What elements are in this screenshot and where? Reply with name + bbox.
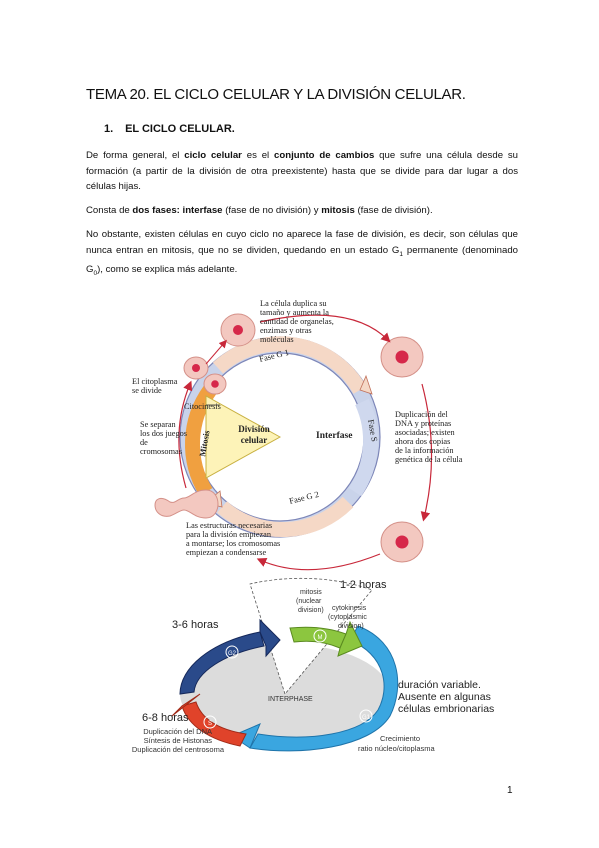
s-arc (348, 398, 379, 497)
duracion-line-3: células embrionarias (398, 703, 494, 715)
separan-line-4: cromosomas (140, 447, 182, 456)
crecimiento-line-1: Crecimiento (380, 734, 420, 743)
label-division-1: División (238, 424, 270, 434)
cytokinesis-label-3: division) (338, 623, 364, 630)
mitosis-arc (185, 385, 217, 496)
section-heading: 1. EL CICLO CELULAR. (104, 123, 235, 135)
g2-badge: G2 (225, 645, 239, 659)
interphase-label: INTERPHASE (268, 696, 313, 703)
cell-cycle-svg: Fase G 1 Fase S Fase G 2 Mitosis Divisió… (132, 299, 463, 571)
cell-right (380, 521, 424, 563)
section-number: 1. (104, 123, 114, 135)
dna-line-4: ahora dos copias (395, 437, 450, 446)
g1-badge: G1 (359, 709, 373, 723)
citoplasma-line-1: El citoplasma (132, 377, 178, 386)
label-6-8-horas: 6-8 horas (142, 712, 189, 724)
paragraph-definition: De forma general, el ciclo celular es el… (86, 150, 518, 192)
label-division-2: celular (241, 435, 268, 445)
g2-segment (179, 631, 265, 695)
cell-cycle-durations-diagram: G2 M S G1 1-2 horas mitosis (nuclear div… (100, 576, 520, 766)
top-label-line-2: tamaño y aumenta la (260, 308, 329, 317)
top-label-line-3: cantidad de organelas, (260, 317, 334, 326)
top-label-line-4: enzimas y otras (260, 326, 312, 335)
cell-division-wedge (205, 395, 282, 479)
dna-line-5: de la información (395, 446, 454, 455)
duracion-line-2: Ausente en algunas (398, 691, 491, 703)
svg-text:S: S (208, 721, 212, 727)
estructuras-line-2: para la división empiezan (186, 530, 272, 539)
page-number: 1 (507, 785, 513, 796)
dividing-cell (154, 489, 219, 519)
crecimiento-line-2: ratio núcleo/citoplasma (358, 744, 436, 753)
daughter-cell-2 (203, 373, 227, 395)
s-item-1: Duplicación del DNA (143, 727, 212, 736)
label-1-2-horas: 1-2 horas (340, 579, 387, 591)
estructuras-line-1: Las estructuras necesarias (186, 521, 272, 530)
label-interfase: Interfase (316, 431, 352, 441)
dna-line-1: Duplicación del (395, 410, 448, 419)
page-title: TEMA 20. EL CICLO CELULAR Y LA DIVISIÓN … (86, 86, 466, 103)
mitosis-label-1: mitosis (300, 589, 322, 596)
cell-top-right (380, 336, 424, 378)
g1-arc (212, 336, 367, 394)
s-segment (181, 701, 247, 747)
duracion-line-1: duración variable. (398, 679, 481, 691)
section-title: EL CICLO CELULAR. (125, 123, 235, 135)
estructuras-line-3: a montarse; los cromosomas (186, 539, 280, 548)
s-badge: S (203, 715, 217, 729)
top-label-line-5: moléculas (260, 335, 294, 344)
label-fase-g2: Fase G 2 (288, 489, 320, 506)
mitosis-label-2: (nuclear (296, 598, 322, 605)
separan-line-2: los dos juegos (140, 429, 187, 438)
cell-cycle-diagram: Fase G 1 Fase S Fase G 2 Mitosis Divisió… (110, 292, 510, 577)
cytokinesis-label-1: cytokinesis (332, 605, 367, 612)
cytokinesis-label-2: (cytoplasmic (328, 614, 367, 621)
citocinesis-label: Citocinesis (184, 402, 221, 411)
mitosis-label-3: division) (298, 607, 324, 614)
paragraph-g0: No obstante, existen células en cuyo cic… (86, 229, 518, 277)
svg-text:G2: G2 (228, 651, 237, 657)
estructuras-line-4: empiezan a condensarse (186, 548, 266, 557)
label-fase-s: Fase S (366, 419, 380, 443)
dna-line-3: asociadas; existen (395, 428, 456, 437)
separan-line-1: Se separan (140, 420, 177, 429)
svg-text:G1: G1 (362, 715, 371, 721)
dna-line-2: DNA y proteínas (395, 419, 451, 428)
cycle-durations-svg: G2 M S G1 1-2 horas mitosis (nuclear div… (132, 577, 494, 754)
citoplasma-line-2: se divide (132, 386, 162, 395)
s-item-3: Duplicación del centrosoma (132, 745, 225, 754)
s-item-2: Síntesis de Histonas (144, 736, 213, 745)
paragraph-phases: Consta de dos fases: interfase (fase de … (86, 205, 433, 216)
dna-line-6: genética de la célula (395, 455, 463, 464)
label-3-6-horas: 3-6 horas (172, 619, 219, 631)
top-label-line-1: La célula duplica su (260, 299, 327, 308)
daughter-cell-1 (183, 356, 209, 380)
g2-arc (217, 496, 354, 537)
separan-line-3: de (140, 438, 148, 447)
label-mitosis: Mitosis (197, 429, 212, 457)
svg-text:M: M (318, 635, 323, 641)
m-badge: M (313, 629, 327, 643)
cell-top (220, 313, 256, 347)
